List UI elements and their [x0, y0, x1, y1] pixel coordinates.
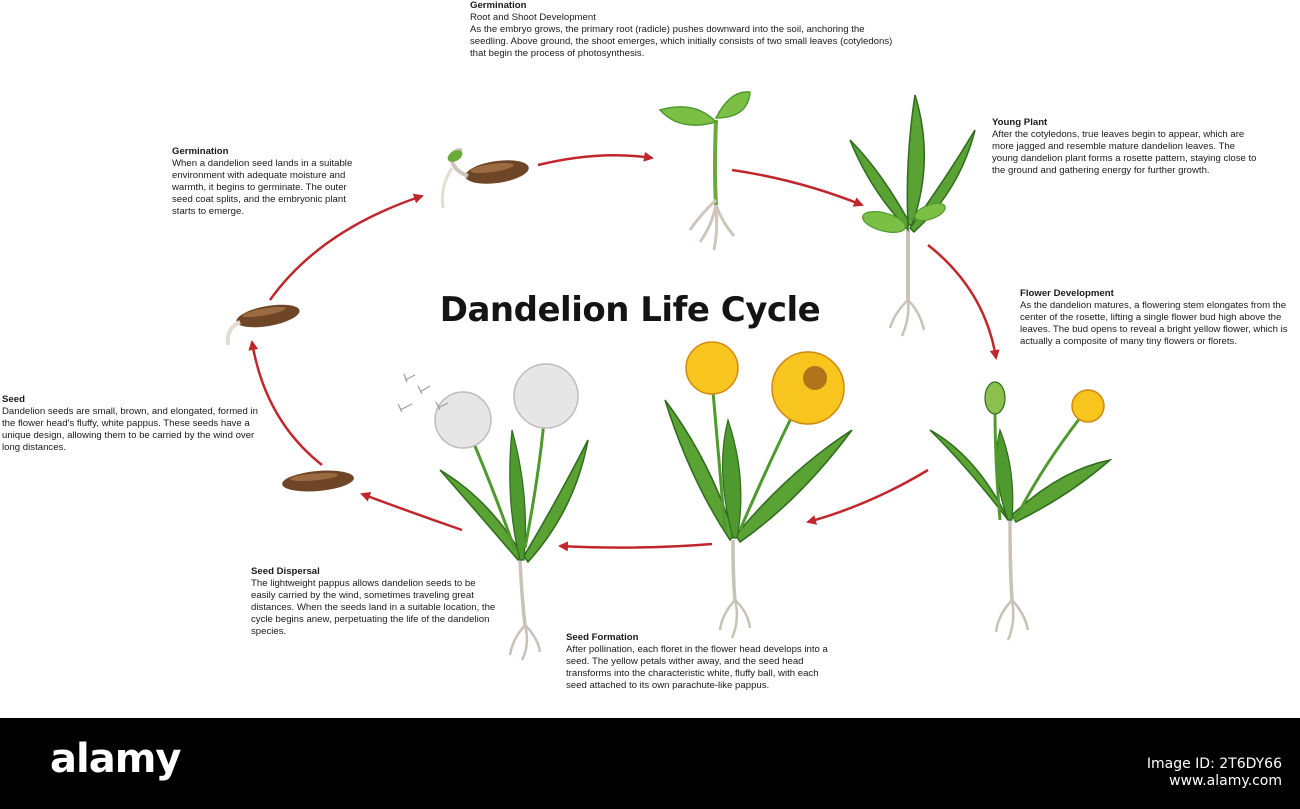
stage-description: Dandelion seeds are small, brown, and el…	[2, 406, 258, 453]
stage-description: After the cotyledons, true leaves begin …	[992, 129, 1257, 176]
watermark-footer: alamy Image ID: 2T6DY66 www.alamy.com	[0, 718, 1300, 809]
life-cycle-illustration	[225, 91, 1113, 661]
cycle-arrows	[248, 151, 1000, 552]
stage-germination-left: Germination When a dandelion seed lands …	[172, 146, 362, 218]
arrow-seedform-to-dispersal	[558, 541, 713, 552]
stage-seed-formation: Seed Formation After pollination, each f…	[566, 632, 836, 692]
arrow-dispersal-to-seed	[360, 492, 463, 532]
stage-title: Seed Formation	[566, 632, 639, 643]
arrow-seed1-to-sprout	[537, 151, 654, 167]
seedling-sprout	[658, 91, 751, 251]
arrow-flowerdev-to-seedform	[806, 468, 929, 525]
stage-description: The lightweight pappus allows dandelion …	[251, 578, 496, 637]
stage-flower-development: Flower Development As the dandelion matu…	[1020, 288, 1298, 348]
stage-title: Seed Dispersal	[251, 566, 320, 577]
stage-title: Young Plant	[992, 117, 1048, 128]
seed-formation-plant-illustration	[664, 341, 853, 639]
stage-description: As the dandelion matures, a flowering st…	[1020, 300, 1288, 347]
stage-title: Seed	[2, 394, 25, 405]
germinating-seed-left	[225, 304, 300, 346]
brand-logo: alamy	[50, 736, 181, 782]
stage-title: Germination	[470, 0, 527, 11]
stock-info: Image ID: 2T6DY66 www.alamy.com	[1147, 756, 1282, 790]
germinating-seed-top	[440, 148, 529, 209]
stage-seed: Seed Dandelion seeds are small, brown, a…	[2, 394, 270, 454]
stage-seed-dispersal: Seed Dispersal The lightweight pappus al…	[251, 566, 501, 638]
image-id: Image ID: 2T6DY66	[1146, 756, 1282, 772]
seed-illustration	[282, 470, 354, 492]
stage-title: Flower Development	[1020, 288, 1114, 299]
stage-description: After pollination, each floret in the fl…	[566, 644, 828, 691]
young-plant-illustration	[849, 94, 976, 337]
arrow-seed-to-germseed	[248, 340, 323, 466]
seed-dispersal-plant-illustration	[397, 363, 589, 661]
stage-young-plant: Young Plant After the cotyledons, true l…	[992, 117, 1262, 177]
flowering-plant-illustration	[929, 381, 1113, 641]
site-url: www.alamy.com	[1169, 773, 1282, 789]
arrow-young-to-flowerdev	[927, 244, 1000, 360]
diagram-title: Dandelion Life Cycle	[439, 290, 821, 330]
stage-description: As the embryo grows, the primary root (r…	[470, 24, 893, 59]
stage-description: When a dandelion seed lands in a suitabl…	[172, 158, 353, 217]
arrow-germseed-to-start	[268, 193, 424, 301]
stage-germination-top: Germination Root and Shoot Development A…	[470, 0, 900, 60]
stage-subtitle: Root and Shoot Development	[470, 12, 596, 23]
arrow-sprout-to-young	[731, 168, 864, 207]
stage-title: Germination	[172, 146, 229, 157]
